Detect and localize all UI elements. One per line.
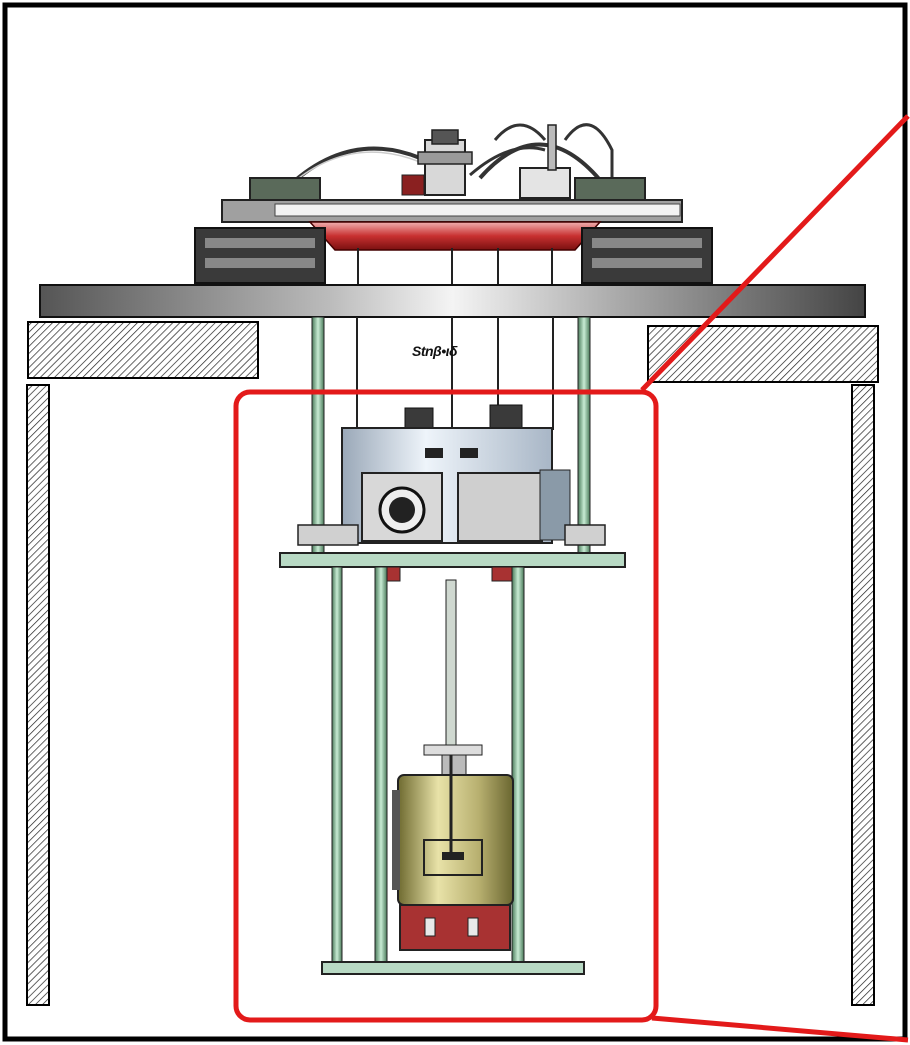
highlight-box	[233, 389, 659, 1023]
sample-cell	[392, 744, 514, 951]
cryo-box	[341, 404, 571, 544]
lower-rods	[331, 566, 525, 966]
right-support-column	[851, 384, 875, 1006]
callout-line-bottom	[651, 1015, 909, 1043]
left-support-beam	[27, 321, 259, 379]
upper-flange	[279, 524, 626, 582]
bottom-plate	[321, 961, 585, 975]
right-support-beam	[647, 325, 879, 383]
callout-line-top	[640, 114, 910, 392]
probe-label: Stnβ•ιδ	[412, 343, 458, 359]
left-support-column	[26, 384, 50, 1006]
top-assembly	[194, 123, 713, 285]
